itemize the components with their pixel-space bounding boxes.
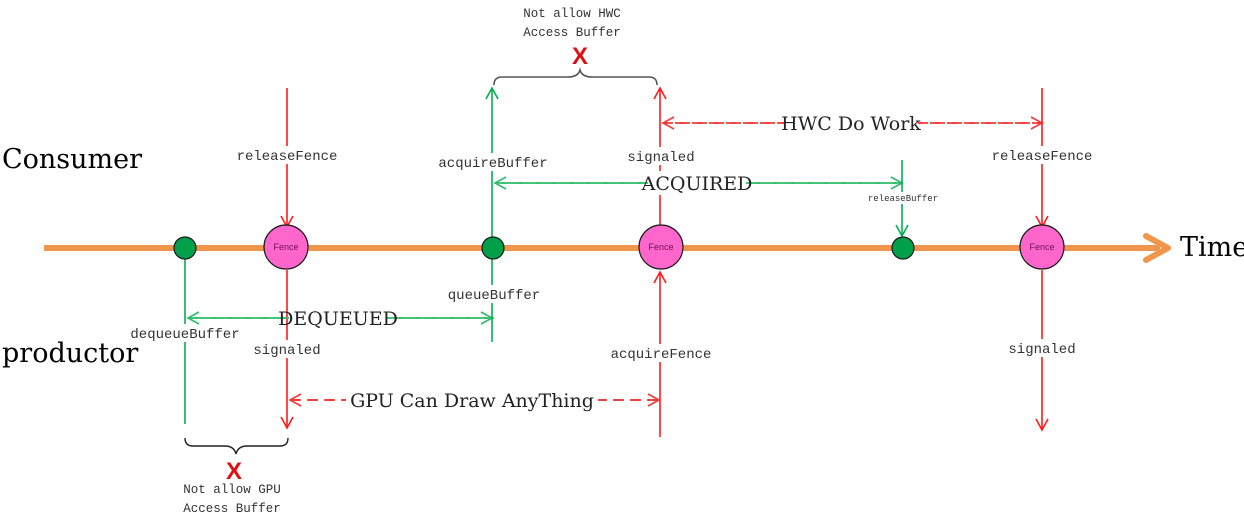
signaled-1-label: signaled bbox=[253, 343, 320, 359]
acquired-label: ACQUIRED bbox=[641, 173, 753, 195]
timeline-arrowhead-icon bbox=[1143, 233, 1171, 263]
producer-label: productor bbox=[2, 338, 138, 369]
release-buffer-label: releaseBuffer bbox=[868, 194, 938, 204]
gpu-restriction-line1: Not allow GPU bbox=[183, 483, 281, 497]
gpu-forbidden-x-icon: X bbox=[226, 458, 242, 485]
acquire-fence-label: acquireFence bbox=[611, 347, 712, 363]
fence-node-1-label: Fence bbox=[273, 242, 298, 252]
consumer-label: Consumer bbox=[2, 144, 142, 175]
fence-node-2-circle bbox=[638, 224, 684, 270]
release-buffer-node bbox=[891, 236, 915, 260]
hwc-restriction-line1: Not allow HWC bbox=[523, 7, 621, 21]
signaled-3-label: signaled bbox=[1008, 342, 1075, 358]
dequeued-label: DEQUEUED bbox=[278, 308, 398, 330]
fence-node-3-circle bbox=[1019, 224, 1065, 270]
fence-node-1: Fence bbox=[263, 224, 309, 270]
release-fence-2-label: releaseFence bbox=[992, 149, 1093, 165]
queue-buffer-label: queueBuffer bbox=[448, 288, 540, 304]
signaled-2-label: signaled bbox=[627, 150, 694, 166]
gpu-restriction-brace bbox=[184, 437, 289, 455]
fence-node-1-circle bbox=[263, 224, 309, 270]
gpu-can-draw-label: GPU Can Draw AnyThing bbox=[350, 390, 594, 412]
queue-buffer-node bbox=[481, 236, 505, 260]
hwc-forbidden-x-icon: X bbox=[572, 43, 588, 70]
fence-node-3: Fence bbox=[1019, 224, 1065, 270]
dequeue-buffer-node bbox=[173, 236, 197, 260]
acquire-buffer-label: acquireBuffer bbox=[438, 156, 547, 172]
hwc-do-work-label: HWC Do Work bbox=[781, 113, 921, 135]
hwc-restriction-line2: Access Buffer bbox=[523, 26, 621, 40]
dequeue-buffer-label: dequeueBuffer bbox=[130, 327, 239, 343]
gpu-restriction-line2: Access Buffer bbox=[183, 502, 281, 516]
release-fence-1-label: releaseFence bbox=[237, 149, 338, 165]
fence-node-2-label: Fence bbox=[648, 242, 673, 252]
hwc-restriction-brace bbox=[493, 67, 658, 86]
fence-node-3-label: Fence bbox=[1029, 242, 1054, 252]
time-label: Time bbox=[1180, 232, 1244, 263]
fence-node-2: Fence bbox=[638, 224, 684, 270]
